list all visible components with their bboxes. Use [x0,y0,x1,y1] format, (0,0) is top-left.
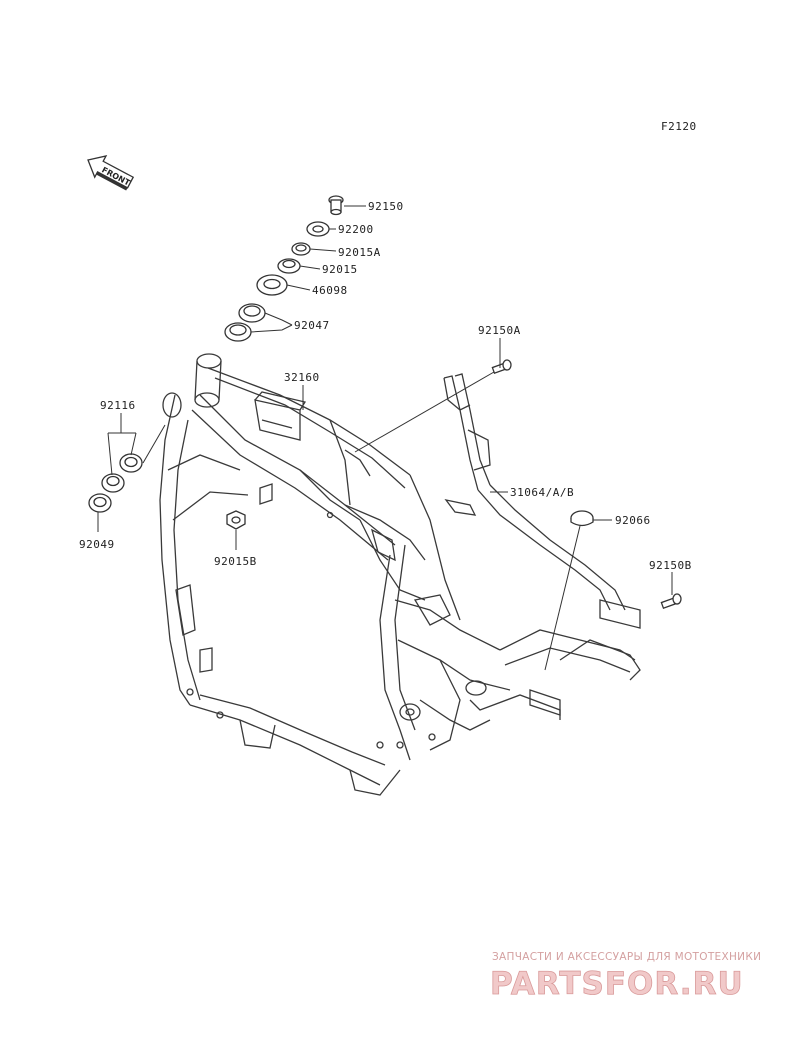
bolt-92150a [491,359,512,375]
bolt-92150 [328,195,344,216]
label-92150b: 92150B [649,559,692,572]
label-92150a: 92150A [478,324,521,337]
label-92015b: 92015B [214,555,257,568]
label-92116: 92116 [100,399,136,412]
label-92015: 92015 [322,263,358,276]
rear-subframe-31064 [443,373,641,629]
watermark-logo: PARTSFOR.RU [490,966,744,1002]
label-92049: 92049 [79,538,115,551]
figure-code: F2120 [661,120,697,133]
bearing-92116-race [119,453,143,473]
watermark-tagline: ЗАПЧАСТИ И АКСЕССУАРЫ ДЛЯ МОТОТЕХНИКИ [492,951,761,963]
bolt-92150b [660,593,682,610]
label-92200: 92200 [338,223,374,236]
bearing-92047-upper [238,303,266,323]
label-92015a: 92015A [338,246,381,259]
nut-92015b [226,510,246,530]
washer-92200 [306,221,330,237]
main-frame-32160 [159,353,641,796]
nut-92015a [291,242,311,256]
seal-92049 [88,493,112,513]
bearing-92116-cone [101,473,125,493]
nut-92015 [277,258,301,274]
label-32160: 32160 [284,371,320,384]
leader-lines [97,205,673,671]
label-31064: 31064/A/B [510,486,574,499]
bearing-92047-lower [224,322,252,342]
label-92066: 92066 [615,514,651,527]
label-46098: 46098 [312,284,348,297]
cap-92066 [570,510,594,527]
label-92047: 92047 [294,319,330,332]
front-arrow-icon: FRONT [87,155,135,191]
seal-46098 [256,274,288,296]
label-92150: 92150 [368,200,404,213]
